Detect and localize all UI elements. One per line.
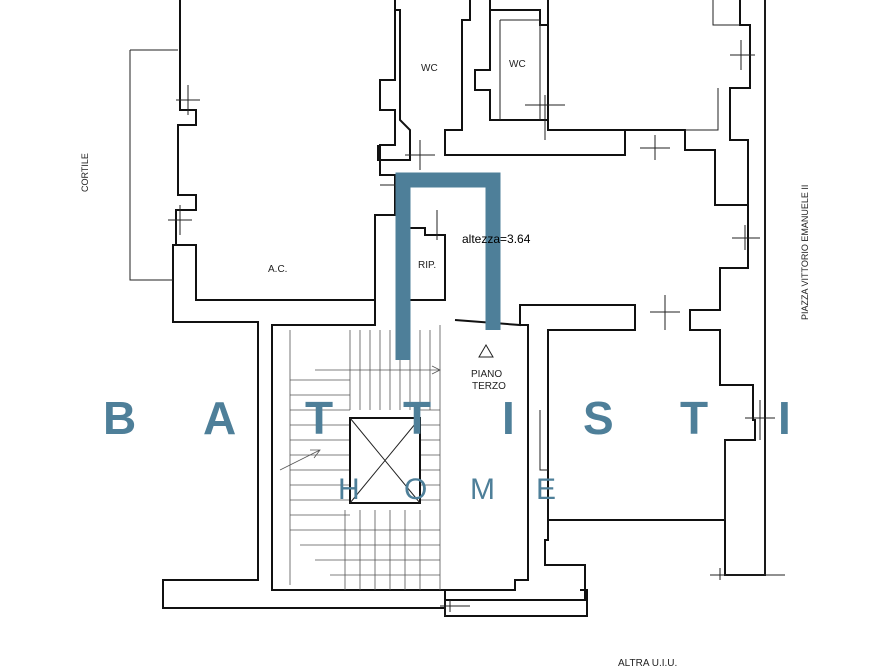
wall-left-room xyxy=(175,0,396,301)
watermark-subtitle-letter: O xyxy=(404,473,427,506)
wall-wc-2 xyxy=(489,0,549,26)
stair-up-arrow-icon xyxy=(478,344,494,358)
wall-wc-1-right xyxy=(444,0,626,156)
cortile-line xyxy=(129,49,178,281)
wall-stair-right xyxy=(445,324,529,591)
wall-wc-1 xyxy=(377,0,411,161)
label-piano-line2: TERZO xyxy=(472,381,506,392)
watermark-letter: A xyxy=(203,392,236,444)
label-wc-2: WC xyxy=(509,59,526,70)
wall-left-west xyxy=(162,244,446,609)
watermark-subtitle-letter: H xyxy=(338,473,360,506)
walls xyxy=(129,0,766,617)
wall-wc-2-inner xyxy=(499,19,541,120)
watermark-subtitle-letter: M xyxy=(470,473,495,506)
door-marks xyxy=(168,40,785,612)
watermark-letter: T xyxy=(680,392,708,444)
watermark-letter: S xyxy=(583,392,614,444)
wall-right-side xyxy=(689,0,766,576)
elevator-cross xyxy=(349,417,421,504)
watermark-letter: I xyxy=(502,392,515,444)
label-ac: A.C. xyxy=(268,264,287,275)
wall-lower-right xyxy=(444,520,588,617)
wall-top-right-room xyxy=(547,0,751,206)
entrance-highlight xyxy=(395,172,501,360)
label-altezza: altezza=3.64 xyxy=(462,232,531,246)
watermark-letter: T xyxy=(305,392,333,444)
wall-top-right-inner xyxy=(685,0,740,131)
watermark-letter: T xyxy=(403,392,431,444)
watermark-subtitle-letter: E xyxy=(536,473,556,506)
staircase xyxy=(279,325,494,590)
watermark-letter: B xyxy=(103,392,136,444)
label-altra: ALTRA U.I.U. xyxy=(618,658,677,669)
label-rip: RIP. xyxy=(418,260,436,271)
watermark-letter: I xyxy=(778,392,791,444)
label-piano-line1: PIANO xyxy=(471,369,502,380)
wall-corridor-bottom xyxy=(454,304,725,521)
label-wc-1: WC xyxy=(421,63,438,74)
wall-lower-right-inner xyxy=(539,410,726,520)
label-piazza: PIAZZA VITTORIO EMANUELE II xyxy=(800,185,810,320)
watermark: B A T T I S T I H O M E xyxy=(103,392,791,506)
label-cortile: CORTILE xyxy=(80,153,90,192)
